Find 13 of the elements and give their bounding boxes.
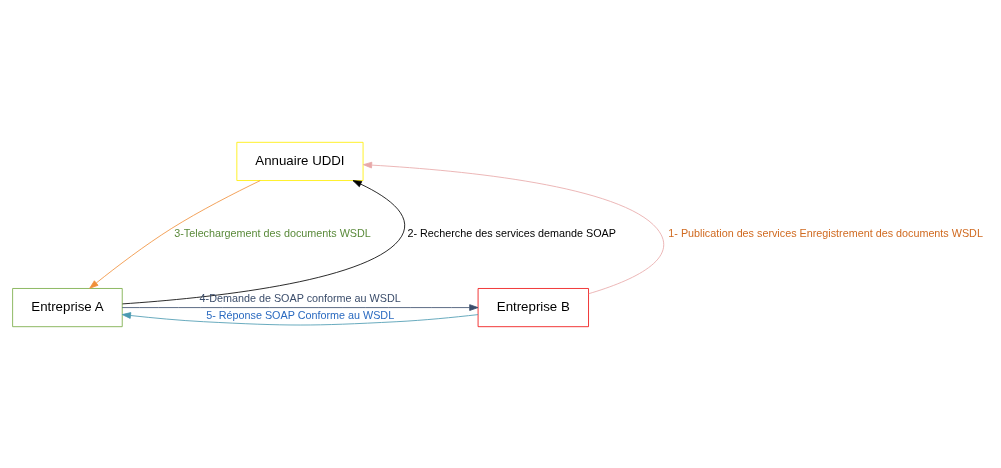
arrow: [121, 311, 479, 325]
arrow: [89, 179, 261, 289]
edge-label: 4-Demande de SOAP conforme au WSDL: [199, 291, 401, 304]
edge-label: 1- Publication des services Enregistrement des documents WSDL: [668, 226, 983, 239]
edge-label: 5- Réponse SOAP Conforme au WSDL: [206, 308, 395, 321]
arrow: [363, 161, 665, 294]
node-box: Entreprise B: [477, 287, 589, 327]
arrow: [122, 179, 406, 304]
edge-label: 3-Telechargement des documents WSDL: [174, 226, 371, 239]
node-box: Entreprise A: [12, 287, 123, 327]
arrow: [121, 303, 479, 311]
node-box: Annuaire UDDI: [236, 141, 364, 181]
edge-label: 2- Recherche des services demande SOAP: [407, 226, 616, 239]
